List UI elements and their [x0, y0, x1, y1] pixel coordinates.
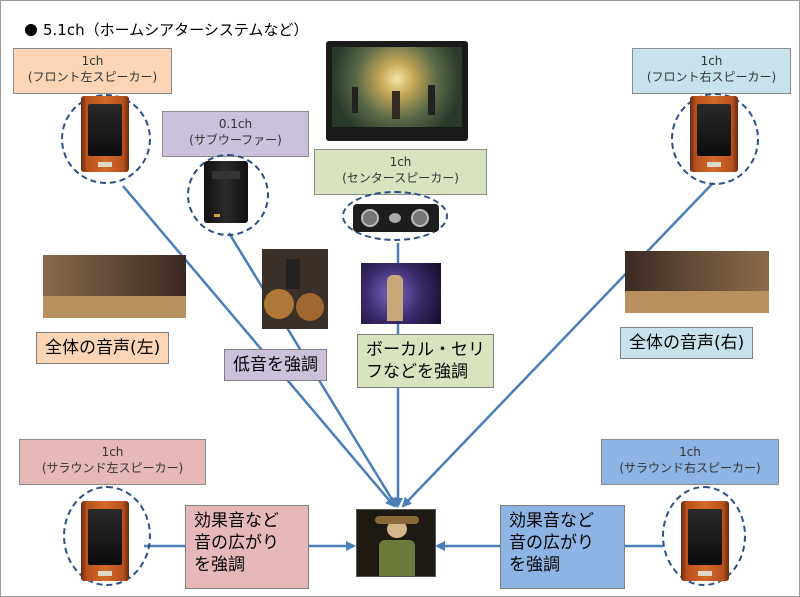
- center-speaker-icon: [353, 204, 439, 232]
- label-surround-left: 1ch (サラウンド左スピーカー): [19, 439, 206, 485]
- page-title: 5.1ch（ホームシアターシステムなど）: [43, 21, 309, 39]
- note-front-left: 全体の音声(左): [36, 332, 170, 364]
- orchestra-photo-right: [625, 251, 769, 313]
- note-surround-right: 効果音など 音の広がり を強調: [500, 505, 625, 589]
- arrow-front-left: [122, 185, 396, 508]
- television-icon: [326, 41, 468, 141]
- speaker-icon: [81, 96, 129, 172]
- timpani-photo: [262, 249, 328, 329]
- speaker-icon: [81, 501, 129, 581]
- subwoofer-icon: [204, 161, 248, 223]
- label-center: 1ch (センタースピーカー): [314, 149, 487, 195]
- movie-screen: [332, 47, 462, 127]
- label-front-right: 1ch (フロント右スピーカー): [632, 48, 791, 94]
- vocalist-photo: [361, 263, 441, 324]
- orchestra-photo-left: [43, 255, 186, 318]
- listener-icon: [356, 509, 436, 577]
- label-subwoofer: 0.1ch (サブウーファー): [162, 111, 309, 157]
- arrow-front-right: [401, 182, 714, 508]
- speaker-icon: [690, 96, 738, 172]
- note-surround-left: 効果音など 音の広がり を強調: [185, 505, 309, 589]
- surround-right-speaker-outline: [662, 486, 746, 586]
- label-front-left: 1ch (フロント左スピーカー): [13, 48, 172, 94]
- note-center: ボーカル・セリ フなどを強調: [357, 334, 494, 388]
- note-front-right: 全体の音声(右): [620, 327, 754, 359]
- subwoofer-outline: [187, 154, 269, 236]
- front-left-speaker-outline: [61, 94, 151, 184]
- title-bullet: [25, 24, 37, 36]
- front-right-speaker-outline: [671, 93, 759, 185]
- note-subwoofer: 低音を強調: [224, 349, 327, 381]
- center-speaker-outline: [342, 191, 448, 241]
- speaker-icon: [681, 501, 729, 581]
- label-surround-right: 1ch (サラウンド右スピーカー): [601, 439, 779, 485]
- surround-left-speaker-outline: [63, 486, 151, 586]
